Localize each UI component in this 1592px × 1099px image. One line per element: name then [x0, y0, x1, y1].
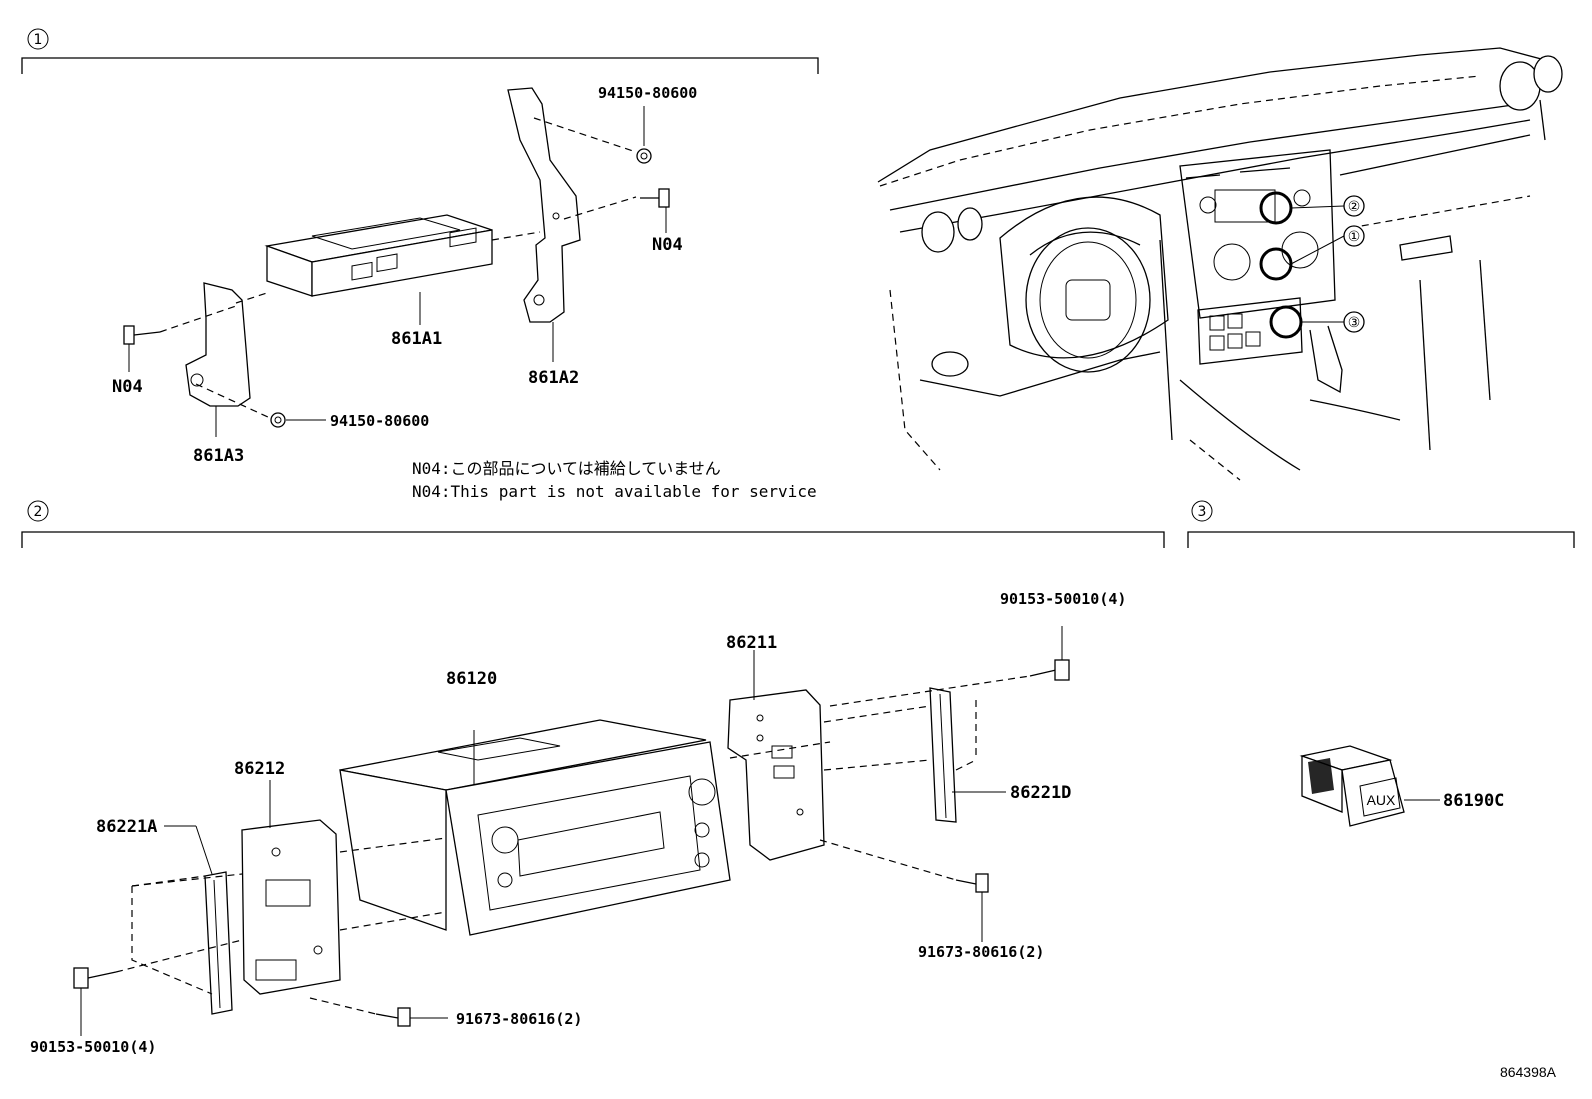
label-n04-left: N04 [112, 377, 143, 397]
bolt-n04-right [640, 188, 670, 233]
section-3-header: 3 [1187, 500, 1575, 548]
label-86212: 86212 [234, 759, 285, 779]
label-86190C: 86190C [1443, 791, 1504, 811]
screw-91673-right [955, 873, 989, 942]
part-86211-bracket [727, 650, 825, 861]
assembly-lines-section-2 [115, 675, 1031, 1015]
label-91673-bottom: 91673-80616(2) [456, 1010, 582, 1028]
part-86190C-aux-switch: AUX 86190C [1299, 745, 1504, 827]
part-861A2-bracket [507, 87, 581, 362]
dashboard-illustration: ② ① ③ [877, 47, 1563, 481]
part-861A3-bracket [185, 282, 251, 437]
section-2-header: 2 [21, 500, 1165, 548]
labels-section-1: 94150-80600 N04 N04 861A1 861A2 861A3 94… [112, 84, 817, 501]
callout-3: ③ [1348, 315, 1361, 331]
section-1-number: 1 [34, 32, 43, 48]
label-91673-right: 91673-80616(2) [918, 943, 1044, 961]
aux-label: AUX [1367, 792, 1396, 808]
part-86120-radio [339, 719, 731, 936]
callout-1: ① [1348, 229, 1361, 245]
callout-2: ② [1348, 199, 1361, 215]
label-86221A: 86221A [96, 817, 157, 837]
screw-91673-bottom [375, 1007, 448, 1027]
labels-section-2: 90153-50010(4) 86211 86120 86212 86221A … [30, 590, 1126, 1056]
section-1-bracket [21, 57, 819, 74]
nut-94150-top [636, 106, 652, 164]
label-90153-right: 90153-50010(4) [1000, 590, 1126, 608]
label-n04-right: N04 [652, 235, 683, 255]
section-3-number: 3 [1198, 504, 1207, 520]
nut-94150-bottom [270, 412, 326, 428]
label-86120: 86120 [446, 669, 497, 689]
label-94150-bottom: 94150-80600 [330, 412, 429, 430]
note-japanese: N04:この部品については補給していません [412, 459, 721, 478]
bolt-n04-left [123, 325, 161, 372]
label-861A2: 861A2 [528, 368, 579, 388]
part-86212-bracket [241, 780, 341, 995]
assembly-lines-section-1 [159, 117, 637, 419]
label-94150-top: 94150-80600 [598, 84, 697, 102]
section-1-header: 1 [21, 28, 819, 74]
screw-90153-left [73, 967, 117, 1036]
screw-90153-right [1029, 626, 1070, 681]
label-86211: 86211 [726, 633, 777, 653]
label-861A3: 861A3 [193, 446, 244, 466]
label-90153-left: 90153-50010(4) [30, 1038, 156, 1056]
section-2-number: 2 [34, 504, 43, 520]
label-86221D: 86221D [1010, 783, 1071, 803]
part-86221D-plate [929, 687, 1006, 823]
note-english: N04:This part is not available for servi… [412, 482, 817, 501]
section-2-bracket [21, 531, 1165, 548]
label-861A1: 861A1 [391, 329, 442, 349]
section-3-bracket [1187, 531, 1575, 548]
part-861A1-module [264, 214, 493, 325]
diagram-id: 864398A [1500, 1064, 1557, 1080]
part-86221A-plate [164, 825, 233, 1015]
